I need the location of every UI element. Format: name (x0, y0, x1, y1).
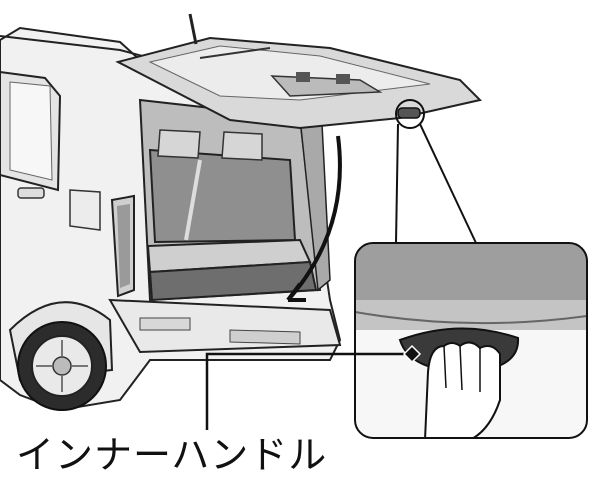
label-leader (205, 344, 422, 430)
magnified-inset (354, 242, 588, 439)
inner-handle-label: インナーハンドル (16, 433, 328, 477)
leader-line-right (419, 123, 477, 244)
leader-line-left (395, 123, 399, 244)
tailgate (115, 13, 482, 130)
curved-down-arrow-icon (286, 135, 342, 302)
cargo-area (138, 98, 331, 302)
hand-icon (423, 341, 501, 438)
focus-circle (395, 99, 425, 129)
